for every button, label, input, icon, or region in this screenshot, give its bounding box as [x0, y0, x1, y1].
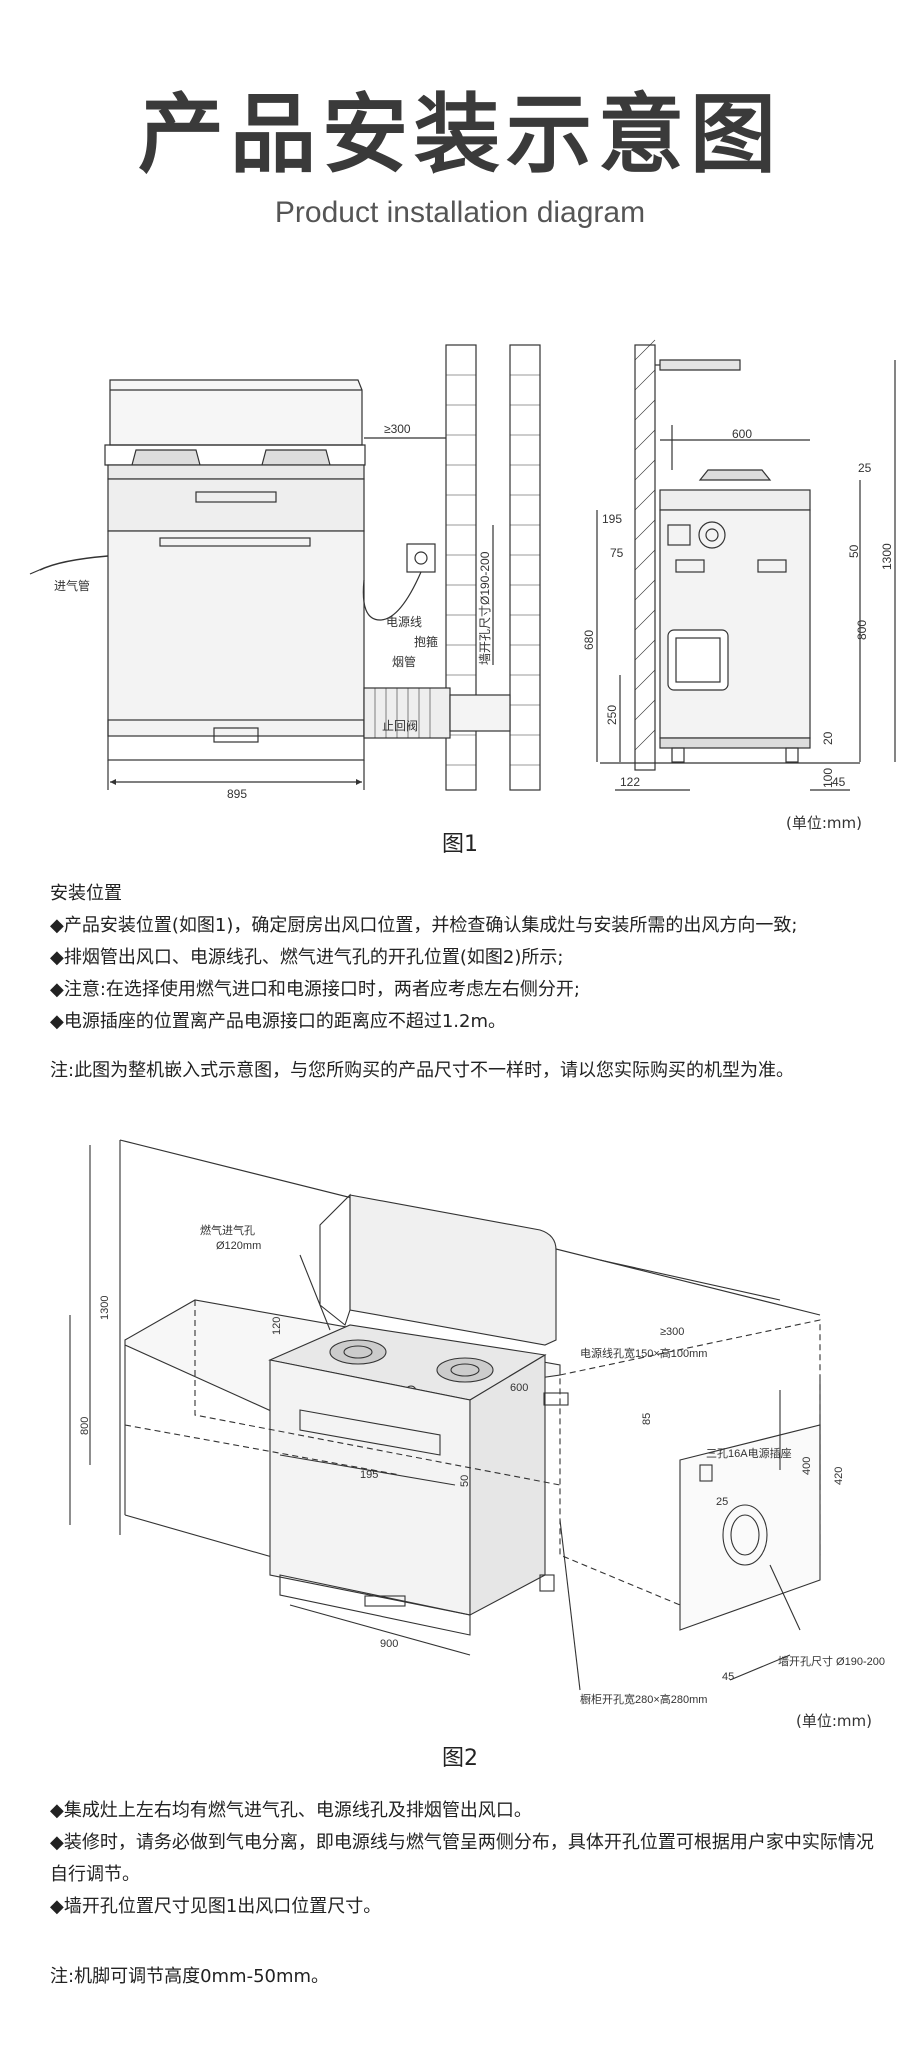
burner-right: [261, 449, 331, 466]
figure2-caption: 图2: [442, 1746, 478, 1771]
dim-800: 800: [855, 620, 869, 640]
section2-item: ◆墙开孔位置尺寸见图1出风口位置尺寸。: [50, 1896, 382, 1917]
label-power-hole: 电源线孔宽150×高100mm: [580, 1346, 707, 1360]
dim-600: 600: [732, 427, 752, 441]
dim-800: 800: [79, 1417, 91, 1435]
label-power-cord: 电源线: [386, 615, 422, 629]
section1-item: ◆排烟管出风口、电源线孔、燃气进气孔的开孔位置(如图2)所示;: [50, 947, 564, 968]
label-flue: 烟管: [392, 654, 416, 669]
dim-50: 50: [847, 544, 861, 558]
figure2-unit: (单位:mm): [796, 1712, 872, 1730]
dim-895: 895: [227, 787, 247, 801]
section1-heading: 安装位置: [50, 883, 122, 904]
dim-680: 680: [582, 630, 596, 650]
label-gas-hole: 燃气进气孔: [200, 1223, 255, 1237]
label-check-valve: 止回阀: [382, 719, 418, 733]
page-subtitle: Product installation diagram: [274, 196, 646, 229]
burner-left: [131, 449, 201, 466]
section2-item: ◆集成灶上左右均有燃气进气孔、电源线孔及排烟管出风口。: [50, 1800, 532, 1821]
dim-120: 120: [271, 1317, 283, 1335]
label-wall-hole: 墙开孔尺寸 Ø190-200: [778, 1654, 885, 1668]
dim-50: 50: [459, 1475, 471, 1487]
section1-item: ◆注意:在选择使用燃气进口和电源接口时，两者应考虑左右侧分开;: [50, 979, 580, 1000]
label-clamp: 抱箍: [414, 634, 438, 649]
dim-1300: 1300: [99, 1296, 111, 1320]
dim-400: 400: [801, 1457, 813, 1475]
section1-item: ◆电源插座的位置离产品电源接口的距离应不超过1.2m。: [50, 1011, 507, 1032]
label-gas-hole-size: Ø120mm: [216, 1240, 261, 1252]
dim-45: 45: [832, 775, 846, 789]
dim-100: 100: [821, 768, 835, 788]
dim-195: 195: [602, 512, 622, 526]
label-cabinet-hole: 橱柜开孔宽280×高280mm: [580, 1692, 707, 1706]
label-wall-hole: 墙开孔尺寸Ø190-200: [478, 551, 492, 665]
label-gas-inlet: 进气管: [54, 578, 90, 593]
dim-75: 75: [610, 546, 624, 560]
figure2-diagram: 燃气进气孔 Ø120mm 120 1300 800 ≥300 电源线孔宽150×…: [69, 1139, 885, 1706]
figure1-caption: 图1: [442, 832, 478, 857]
dim-1300: 1300: [880, 543, 894, 570]
section1-note: 注:此图为整机嵌入式示意图，与您所购买的产品尺寸不一样时，请以您实际购买的机型为…: [50, 1060, 795, 1081]
section2-text: ◆集成灶上左右均有燃气进气孔、电源线孔及排烟管出风口。 ◆装修时，请务必做到气电…: [50, 1795, 880, 1923]
dim-45: 45: [722, 1671, 734, 1683]
page-title: 产品安装示意图: [138, 85, 782, 185]
dim-122: 122: [620, 775, 640, 789]
dim-420: 420: [833, 1467, 845, 1485]
section1-text: 安装位置 ◆产品安装位置(如图1)，确定厨房出风口位置，并检查确认集成灶与安装所…: [50, 878, 880, 1038]
dim-20: 20: [821, 731, 835, 745]
dim-600: 600: [510, 1382, 528, 1394]
dim-25: 25: [858, 461, 872, 475]
dim-85: 85: [641, 1413, 653, 1425]
section1-item: ◆产品安装位置(如图1)，确定厨房出风口位置，并检查确认集成灶与安装所需的出风方…: [50, 915, 798, 936]
dim-250: 250: [605, 705, 619, 725]
figure1-unit: (单位:mm): [786, 814, 862, 832]
label-socket: 三孔16A电源插座: [706, 1446, 792, 1460]
dim-195: 195: [360, 1469, 378, 1481]
dim-gte300: ≥300: [660, 1326, 684, 1338]
figure1-diagram: 进气管 ≥300 电源线 抱箍 烟管 止回阀 墙开孔尺寸Ø190-200 895…: [29, 339, 896, 801]
dim-900: 900: [380, 1638, 398, 1650]
section2-note: 注:机脚可调节高度0mm-50mm。: [50, 1966, 330, 1987]
section2-item: ◆装修时，请务必做到气电分离，即电源线与燃气管呈两侧分布，具体开孔位置可根据用户…: [50, 1832, 874, 1885]
label-gte300: ≥300: [384, 422, 411, 436]
dim-25: 25: [716, 1496, 728, 1508]
